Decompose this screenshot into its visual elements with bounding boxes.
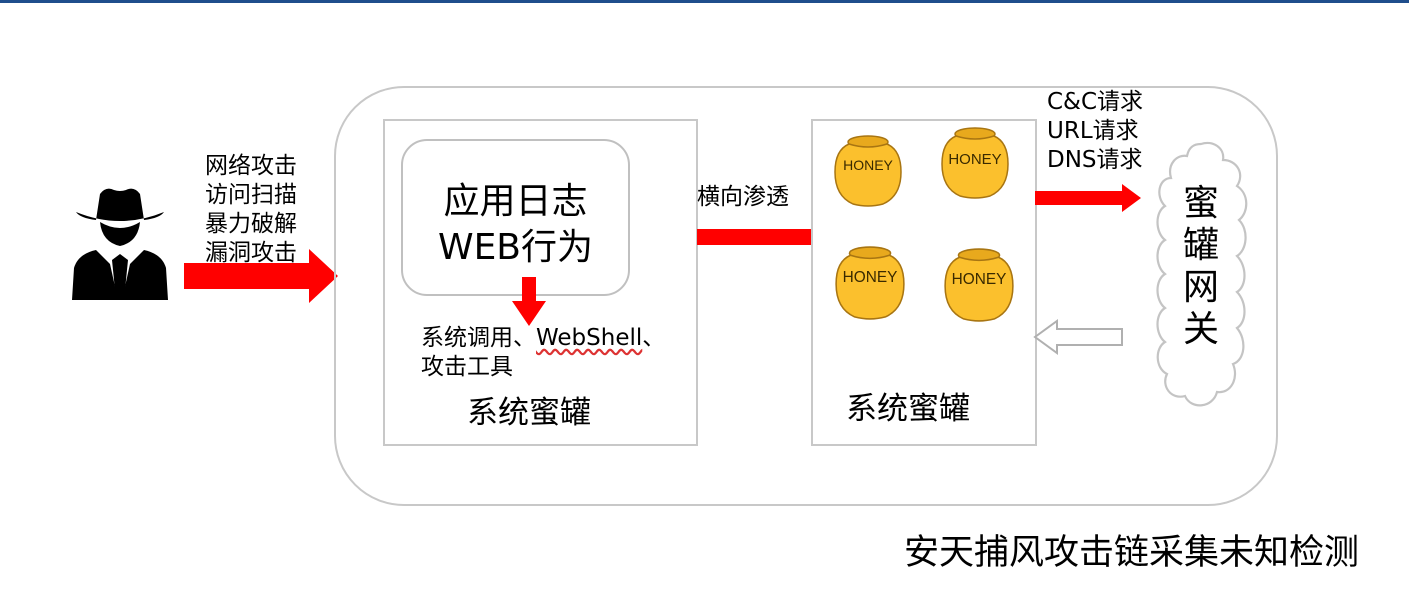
attack-arrow xyxy=(184,249,338,303)
gateway-char: 蜜 xyxy=(1182,183,1219,224)
web-behavior-line: WEB行为 xyxy=(437,227,594,268)
attacker-icon xyxy=(72,188,168,300)
honey-jar-label: HONEY xyxy=(843,269,898,286)
attack-type-item: 访问扫描 xyxy=(205,182,297,208)
down-arrow xyxy=(512,277,546,326)
footer-title: 安天捕风攻击链采集未知检测 xyxy=(904,533,1360,573)
app-log-panel xyxy=(401,139,630,296)
honey-jar-icon: HONEY xyxy=(835,246,905,320)
honeypot-box-caption: 系统蜜罐 xyxy=(846,391,970,427)
app-log-line: 应用日志 xyxy=(443,181,588,222)
lateral-label: 横向渗透 xyxy=(697,184,789,210)
request-item: DNS请求 xyxy=(1047,147,1143,173)
header-line xyxy=(0,0,1409,3)
request-item: URL请求 xyxy=(1047,118,1139,144)
attack-type-list: 网络攻击 访问扫描 暴力破解 漏洞攻击 xyxy=(205,152,297,268)
gateway-char: 罐 xyxy=(1182,225,1219,266)
gateway-char: 网 xyxy=(1182,267,1219,308)
honey-jar-icon: HONEY xyxy=(944,248,1014,322)
honey-jar-icon: HONEY xyxy=(941,127,1009,199)
honey-jar-label: HONEY xyxy=(952,271,1007,288)
detection-line-2: 攻击工具 xyxy=(421,354,513,380)
app-log-label: 应用日志 WEB行为 xyxy=(401,179,630,271)
lateral-arrow xyxy=(697,222,830,252)
honey-jar-label: HONEY xyxy=(948,151,1001,168)
request-item: C&C请求 xyxy=(1047,89,1144,115)
system-honeypot-box-1 xyxy=(383,119,698,446)
cloud-icon xyxy=(1156,141,1248,407)
honey-jar-label: HONEY xyxy=(843,157,893,173)
request-list: C&C请求 URL请求 DNS请求 xyxy=(1047,88,1143,175)
gateway-arrow xyxy=(1035,184,1141,212)
honeynet-container xyxy=(334,86,1278,506)
attack-type-item: 漏洞攻击 xyxy=(205,240,297,266)
detection-line-1: 系统调用、WebShell、 xyxy=(421,325,666,351)
attack-type-item: 暴力破解 xyxy=(205,211,297,237)
hollow-arrow-icon xyxy=(1033,319,1123,355)
webshell-label: WebShell xyxy=(536,325,643,351)
honey-jar-icon: HONEY xyxy=(834,135,902,207)
attack-type-item: 网络攻击 xyxy=(205,153,297,179)
gateway-char: 关 xyxy=(1182,309,1219,350)
log-box-caption: 系统蜜罐 xyxy=(467,395,591,431)
gateway-label: 蜜 罐 网 关 xyxy=(1179,183,1223,351)
detection-items: 系统调用、WebShell、 攻击工具 xyxy=(421,324,665,382)
